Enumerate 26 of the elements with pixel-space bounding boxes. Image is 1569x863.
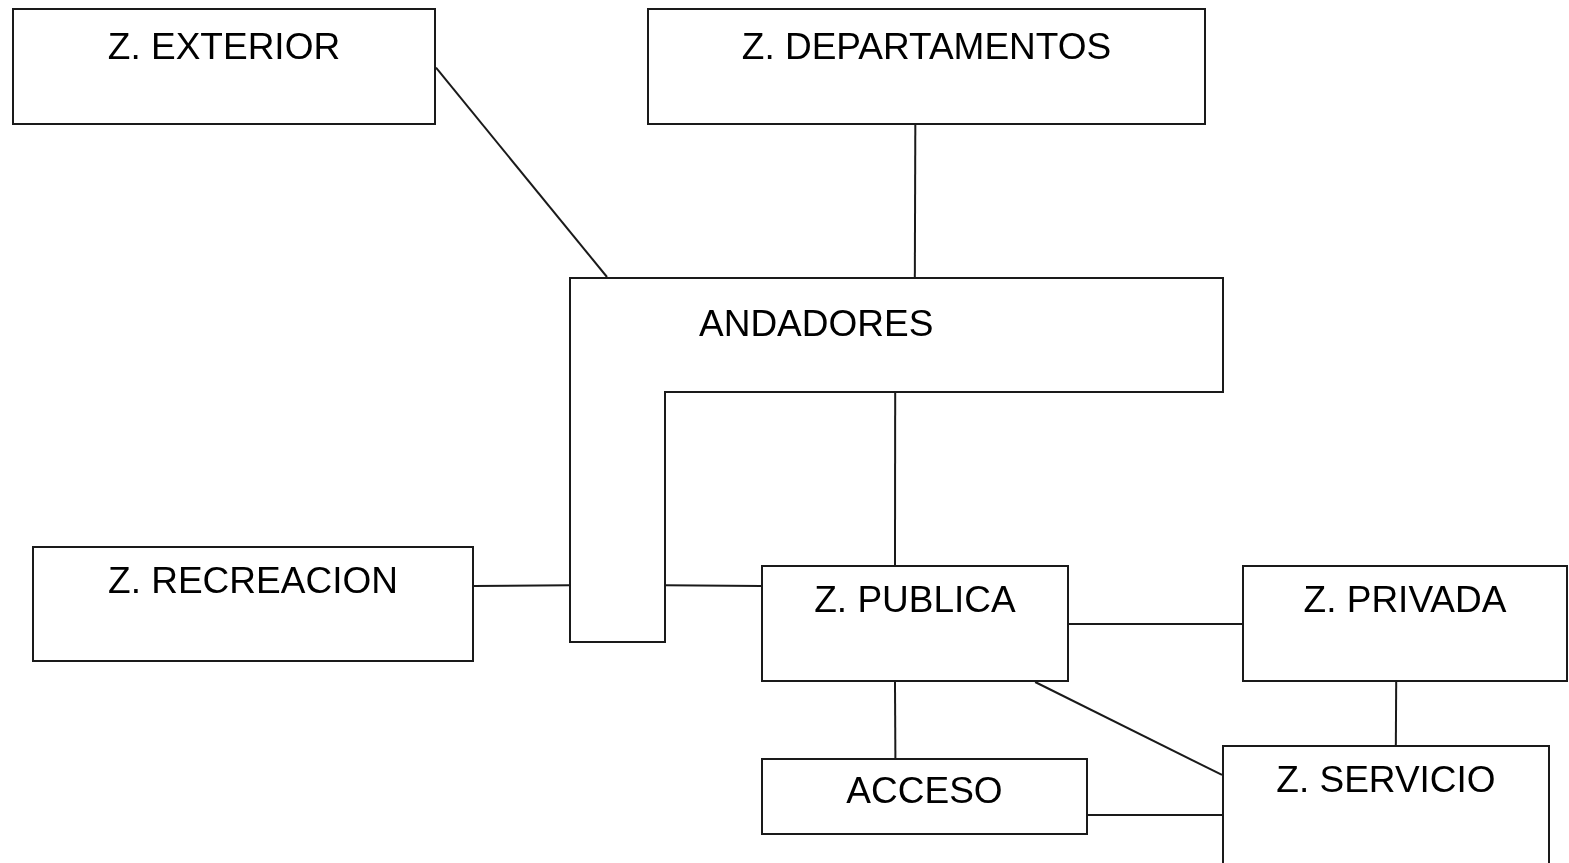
zone-label: Z. RECREACION	[107, 562, 399, 599]
connector-line	[1068, 622, 1243, 625]
zone-label: ACCESO	[845, 772, 1004, 809]
zone-box	[761, 758, 1088, 835]
connector-line	[1034, 681, 1223, 776]
connector-line	[1087, 813, 1223, 816]
zone-label: Z. PUBLICA	[813, 581, 1017, 618]
zone-box	[32, 546, 474, 662]
zone-box	[647, 8, 1206, 125]
connector-line	[913, 124, 917, 278]
zone-box	[12, 8, 436, 125]
connector-line	[894, 681, 897, 759]
zone-label: Z. DEPARTAMENTOS	[740, 28, 1113, 65]
connector-line	[664, 584, 762, 587]
zone-box	[1242, 565, 1568, 682]
connector-line	[1394, 681, 1398, 746]
connector-line	[894, 391, 897, 566]
zone-box	[761, 565, 1069, 682]
connector-line	[435, 66, 608, 278]
zone-label: ANDADORES	[699, 305, 934, 342]
zone-label: Z. EXTERIOR	[106, 28, 342, 65]
zone-label: Z. SERVICIO	[1275, 761, 1497, 798]
connector-line	[473, 584, 570, 587]
l-shaped-zone	[569, 277, 1224, 643]
zone-label: Z. PRIVADA	[1302, 581, 1508, 618]
zone-box	[1222, 745, 1550, 863]
